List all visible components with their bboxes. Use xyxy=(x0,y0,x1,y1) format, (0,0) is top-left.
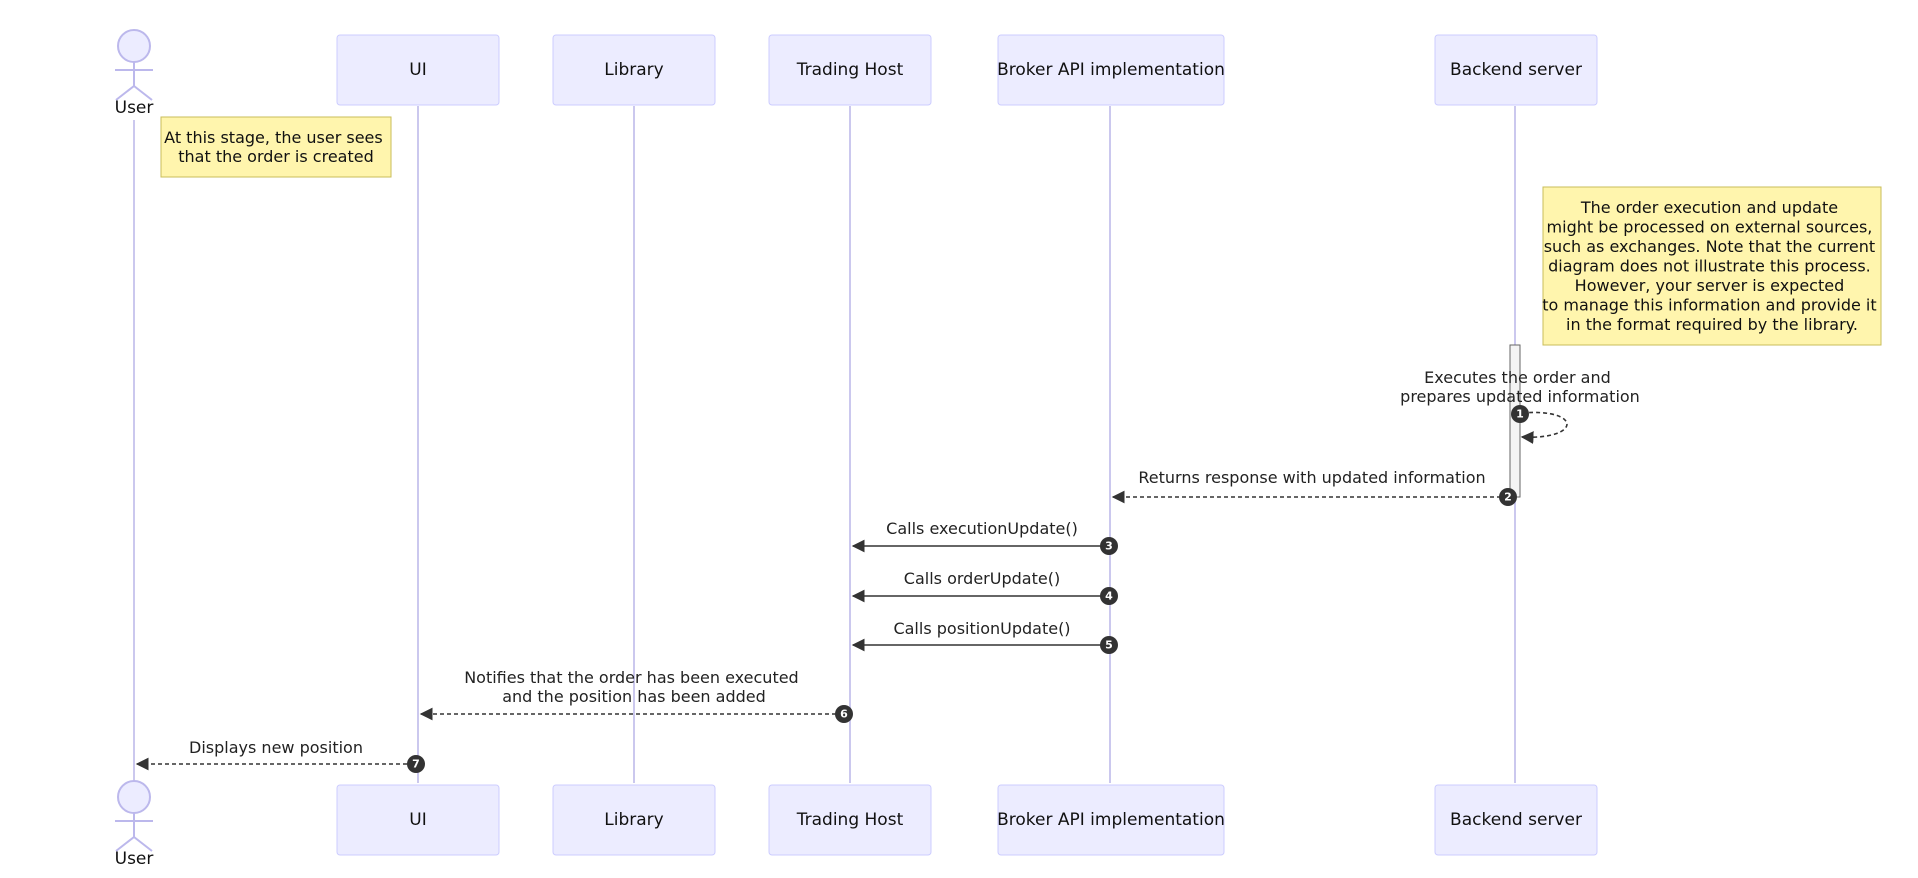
message-3-label: Calls executionUpdate() xyxy=(886,519,1078,538)
message-4: Calls orderUpdate() 4 xyxy=(851,569,1118,605)
actor-user-top[interactable]: User xyxy=(115,29,154,118)
message-2-label: Returns response with updated informatio… xyxy=(1138,468,1485,487)
note-order-created-line: At this stage, the user sees xyxy=(164,128,383,147)
note-external-line: The order execution and update xyxy=(1580,198,1838,217)
message-5-seq-number: 5 xyxy=(1105,639,1113,652)
message-4-seq-number: 4 xyxy=(1105,590,1113,603)
message-3-seq-number: 3 xyxy=(1105,540,1113,553)
participant-broker-api-label: Broker API implementation xyxy=(997,810,1225,830)
note-external-line: such as exchanges. Note that the current xyxy=(1544,237,1875,256)
participant-backend-server-bottom[interactable]: Backend server xyxy=(1434,784,1598,856)
participant-ui-bottom[interactable]: UI xyxy=(336,784,500,856)
message-1: Executes the order and prepares updated … xyxy=(1400,368,1640,444)
message-5-label: Calls positionUpdate() xyxy=(893,619,1070,638)
participant-trading-host-label: Trading Host xyxy=(796,810,904,830)
note-external-line: However, your server is expected xyxy=(1575,276,1845,295)
message-6-seq-badge xyxy=(835,705,853,723)
participant-ui-label: UI xyxy=(409,810,426,830)
message-6-label: and the position has been added xyxy=(502,687,766,706)
svg-text:At this stage, the user sees: At this stage, the user sees that the or… xyxy=(164,128,388,166)
message-5: Calls positionUpdate() 5 xyxy=(851,619,1118,654)
message-7-seq-number: 7 xyxy=(412,758,420,771)
message-2-seq-number: 2 xyxy=(1504,491,1512,504)
message-2-seq-badge xyxy=(1499,488,1517,506)
note-order-created-line: that the order is created xyxy=(178,147,373,166)
note-external-line: diagram does not illustrate this process… xyxy=(1548,257,1871,276)
message-3-seq-badge xyxy=(1100,537,1118,555)
message-1-label: prepares updated information xyxy=(1400,387,1640,406)
note-external-line: might be processed on external sources, xyxy=(1547,218,1873,237)
participant-ui-top[interactable]: UI xyxy=(336,34,500,106)
note-order-created: At this stage, the user sees that the or… xyxy=(160,116,392,178)
message-7-seq-badge xyxy=(407,755,425,773)
participant-backend-server-label: Backend server xyxy=(1450,810,1582,830)
participants-top: User UI Library Trading Host Broker API … xyxy=(115,29,1598,118)
lifelines xyxy=(133,106,1516,783)
message-6-seq-number: 6 xyxy=(840,708,848,721)
participant-trading-host-bottom[interactable]: Trading Host xyxy=(768,784,932,856)
message-2: Returns response with updated informatio… xyxy=(1111,468,1517,506)
user-icon xyxy=(117,780,151,814)
participant-backend-server-top[interactable]: Backend server xyxy=(1434,34,1598,106)
participants-bottom: User UI Library Trading Host Broker API … xyxy=(115,780,1598,869)
participant-trading-host-label: Trading Host xyxy=(796,60,904,80)
message-5-seq-badge xyxy=(1100,636,1118,654)
message-7-label: Displays new position xyxy=(189,738,363,757)
message-3: Calls executionUpdate() 3 xyxy=(851,519,1118,555)
actor-user-label: User xyxy=(115,849,154,869)
message-1-arrow xyxy=(1520,411,1568,444)
participant-library-bottom[interactable]: Library xyxy=(552,784,716,856)
message-4-seq-badge xyxy=(1100,587,1118,605)
note-external-line: in the format required by the library. xyxy=(1566,315,1858,334)
participant-library-label: Library xyxy=(604,60,663,80)
message-7: Displays new position 7 xyxy=(135,738,425,773)
participant-library-top[interactable]: Library xyxy=(552,34,716,106)
message-6: Notifies that the order has been execute… xyxy=(419,668,853,723)
svg-text:Notifies that the order has be: Notifies that the order has been execute… xyxy=(464,668,804,706)
note-external-line: to manage this information and provide i… xyxy=(1542,296,1876,315)
message-1-seq-number: 1 xyxy=(1516,408,1524,421)
message-1-seq-badge xyxy=(1511,405,1529,423)
participant-broker-api-label: Broker API implementation xyxy=(997,60,1225,80)
actor-user-bottom[interactable]: User xyxy=(115,780,154,869)
participant-broker-api-top[interactable]: Broker API implementation xyxy=(997,34,1225,106)
message-4-label: Calls orderUpdate() xyxy=(904,569,1060,588)
user-icon xyxy=(117,29,151,63)
participant-broker-api-bottom[interactable]: Broker API implementation xyxy=(997,784,1225,856)
note-external-processing: The order execution and update might be … xyxy=(1542,186,1882,346)
actor-user-label: User xyxy=(115,98,154,118)
participant-library-label: Library xyxy=(604,810,663,830)
svg-text:The order execution and update: The order execution and update might be … xyxy=(1542,198,1881,334)
participant-ui-label: UI xyxy=(409,60,426,80)
participant-trading-host-top[interactable]: Trading Host xyxy=(768,34,932,106)
message-1-label: Executes the order and xyxy=(1424,368,1611,387)
participant-backend-server-label: Backend server xyxy=(1450,60,1582,80)
message-6-label: Notifies that the order has been execute… xyxy=(464,668,799,687)
svg-text:Executes the order and p: Executes the order and prepares updated … xyxy=(1400,368,1640,406)
